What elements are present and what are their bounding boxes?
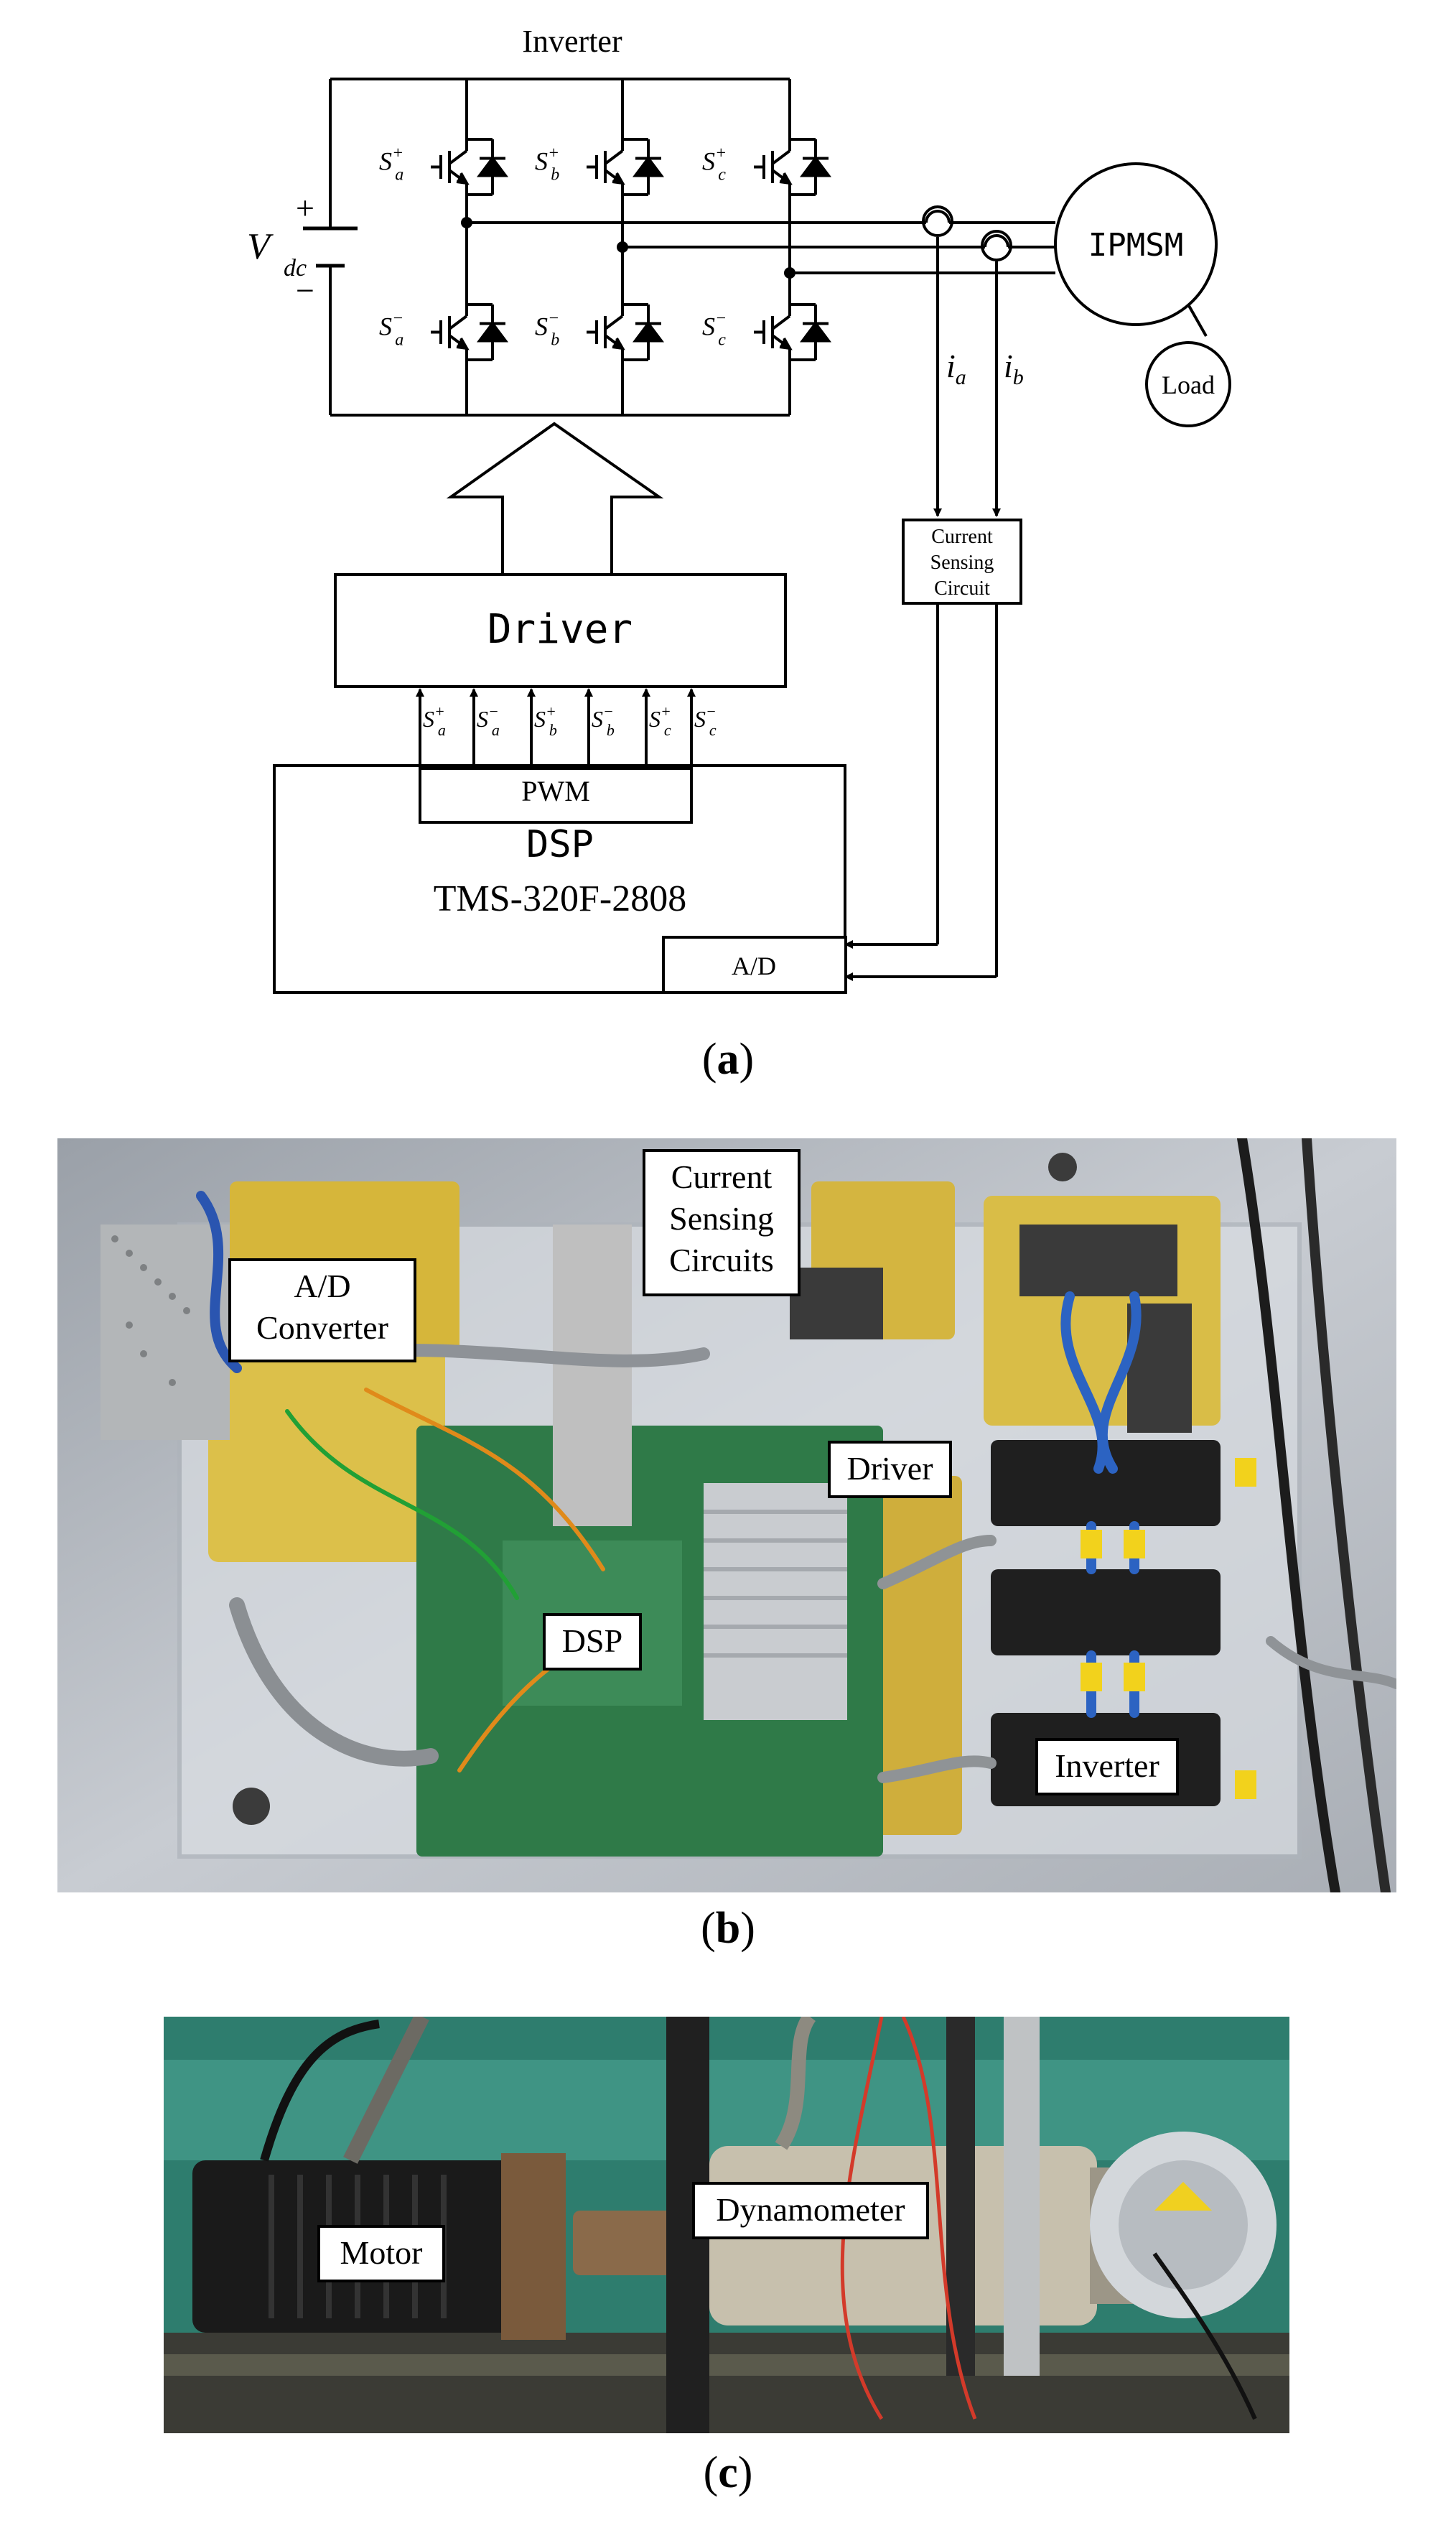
callout-current-sensing: Current Sensing Circuits xyxy=(643,1149,801,1296)
callout-motor: Motor xyxy=(317,2225,445,2282)
ib-label: ib xyxy=(1004,348,1024,389)
motor-label: IPMSM xyxy=(1088,227,1183,264)
inverter-title: Inverter xyxy=(522,24,622,59)
load-label: Load xyxy=(1162,371,1215,399)
current-sensing-line-3: Circuit xyxy=(934,577,990,600)
switch-top-2 xyxy=(754,129,831,205)
motor-symbol xyxy=(1054,162,1218,326)
current-probe-a xyxy=(922,205,953,237)
phase-lines xyxy=(467,210,1055,274)
vdc-label: V xyxy=(247,226,274,267)
callout-dsp: DSP xyxy=(543,1613,642,1671)
pwm-label: PWM xyxy=(521,775,590,807)
ia-label: ia xyxy=(946,348,966,389)
junction-dots xyxy=(461,217,795,279)
ad-label: A/D xyxy=(732,952,776,980)
gate-signal-arrow xyxy=(446,422,664,575)
pwm-signal-label-0: S+a xyxy=(423,702,446,739)
driver-label: Driver xyxy=(487,606,633,653)
switch-bottom-0-label: S−a xyxy=(379,310,403,350)
callout-driver: Driver xyxy=(828,1441,952,1498)
switch-top-0 xyxy=(431,129,508,205)
dc-bus xyxy=(329,78,790,417)
switch-top-1-label: S+b xyxy=(535,144,559,185)
switch-bottom-2-label: S−c xyxy=(702,310,727,350)
current-sensing-box xyxy=(902,519,1022,605)
dc-minus: − xyxy=(296,272,314,309)
caption-c: (c) xyxy=(703,2448,753,2497)
current-sensing-line-1: Current xyxy=(931,526,993,548)
pwm-signal-label-1: S−a xyxy=(477,702,500,739)
current-sensing-line-2: Sensing xyxy=(930,552,994,574)
callout-dynamometer: Dynamometer xyxy=(692,2182,929,2239)
switch-bottom-1-label: S−b xyxy=(535,310,559,350)
caption-a: (a) xyxy=(701,1035,755,1084)
switch-top-1 xyxy=(587,129,664,205)
pwm-signal-label-4: S+c xyxy=(649,702,671,739)
callout-inverter: Inverter xyxy=(1035,1738,1179,1795)
pwm-signal-label-3: S−b xyxy=(592,702,615,739)
pwm-signal-label-2: S+b xyxy=(534,702,557,739)
switch-bottom-0 xyxy=(431,294,508,370)
switch-bottom-1 xyxy=(587,294,664,370)
switch-bottom-2 xyxy=(754,294,831,370)
caption-b: (b) xyxy=(701,1904,755,1953)
dsp-label: DSP xyxy=(526,823,594,866)
callout-ad-converter: A/D Converter xyxy=(228,1258,416,1362)
driver-box xyxy=(334,573,787,688)
load-symbol xyxy=(1145,341,1231,427)
pwm-box xyxy=(419,767,693,824)
schematic-diagram: Inverter + − V dc S+aS−aS+bS−bS+cS−c xyxy=(247,24,1231,994)
switch-top-0-label: S+a xyxy=(379,144,403,185)
pwm-signal-label-5: S−c xyxy=(694,702,717,739)
current-probe-b xyxy=(981,230,1012,261)
current-feedback-lines xyxy=(844,237,1001,981)
dsp-model: TMS-320F-2808 xyxy=(434,878,686,919)
ad-box xyxy=(662,936,847,994)
dc-plus: + xyxy=(296,190,314,226)
switch-top-2-label: S+c xyxy=(702,144,727,185)
dc-source xyxy=(303,226,358,268)
vdc-subscript: dc xyxy=(284,255,307,282)
